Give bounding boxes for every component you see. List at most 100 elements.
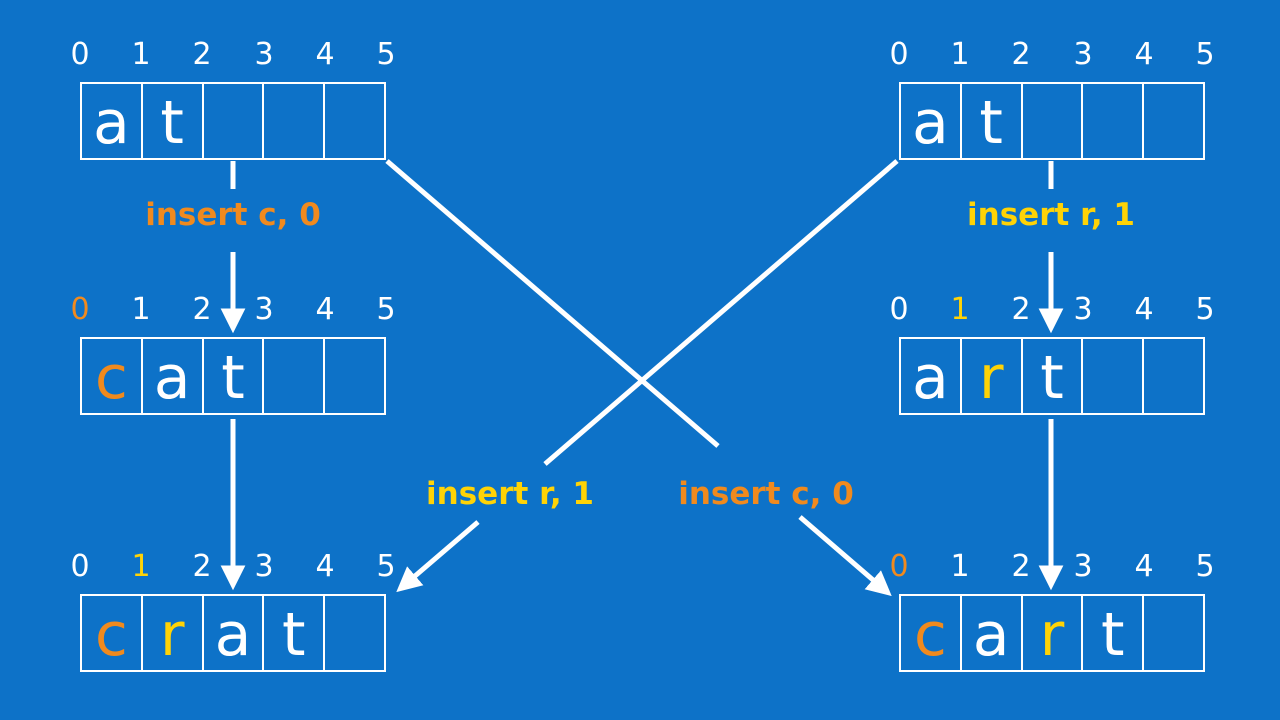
cell-letter: t xyxy=(160,88,184,158)
array-cell xyxy=(1144,596,1203,670)
index-row: 0 1 2 3 4 5 xyxy=(889,36,1214,82)
index-label: 3 xyxy=(1073,549,1093,584)
array-cell xyxy=(1144,84,1203,158)
array-cell xyxy=(264,84,326,158)
cell-letter: a xyxy=(214,600,252,670)
cell-letter: t xyxy=(282,600,306,670)
diagonal-arrow-to-cart-lower xyxy=(798,515,892,597)
array-cell: c xyxy=(82,339,143,413)
array-cell: a xyxy=(143,339,204,413)
cell-letter: t xyxy=(1101,600,1125,670)
cell-letter: a xyxy=(93,88,130,158)
array-cell: a xyxy=(82,84,143,158)
cell-letter: t xyxy=(979,88,1003,158)
array-cells: c a r t xyxy=(899,594,1205,672)
index-row: 0 1 2 3 4 5 xyxy=(70,291,395,337)
array-cell: a xyxy=(901,339,962,413)
array-cells: a t xyxy=(80,82,386,160)
op-label-insert-r1-right: insert r, 1 xyxy=(967,197,1135,233)
array-cells: c a t xyxy=(80,337,386,415)
index-label: 5 xyxy=(376,37,396,72)
index-label: 3 xyxy=(254,549,274,584)
index-label: 2 xyxy=(192,549,212,584)
cell-letter: r xyxy=(978,343,1004,413)
index-label: 5 xyxy=(1195,292,1215,327)
index-label: 3 xyxy=(254,37,274,72)
array-cell xyxy=(1083,84,1145,158)
op-label-insert-c0-left: insert c, 0 xyxy=(145,197,321,233)
array-cell: c xyxy=(82,596,143,670)
array-cell xyxy=(204,84,265,158)
index-label: 0 xyxy=(889,292,909,327)
index-label: 0 xyxy=(70,292,90,327)
index-row: 0 1 2 3 4 5 xyxy=(889,548,1214,594)
index-label: 2 xyxy=(1011,549,1031,584)
index-label: 5 xyxy=(1195,37,1215,72)
array-cell xyxy=(1023,84,1084,158)
array-cell xyxy=(264,339,326,413)
array-cell xyxy=(1083,339,1145,413)
array-group-bottom-left: 0 1 2 3 4 5 c r a t xyxy=(70,548,396,672)
array-cell xyxy=(325,596,384,670)
cell-letter: c xyxy=(94,600,128,670)
array-cell: t xyxy=(1023,339,1084,413)
index-label: 0 xyxy=(889,37,909,72)
array-cell: t xyxy=(264,596,326,670)
index-label: 1 xyxy=(131,292,151,327)
cell-letter: t xyxy=(1040,343,1064,413)
index-label: 3 xyxy=(1073,37,1093,72)
array-group-middle-left: 0 1 2 3 4 5 c a t xyxy=(70,291,396,415)
index-label: 1 xyxy=(131,37,151,72)
cell-letter: r xyxy=(159,600,185,670)
index-row: 0 1 2 3 4 5 xyxy=(70,36,395,82)
index-label: 4 xyxy=(1134,292,1154,327)
array-group-top-right: 0 1 2 3 4 5 a t xyxy=(889,36,1215,160)
cell-letter: a xyxy=(912,88,949,158)
array-cells: a t xyxy=(899,82,1205,160)
cell-letter: a xyxy=(972,600,1010,670)
index-label: 1 xyxy=(950,549,970,584)
cell-letter: c xyxy=(94,343,128,413)
diagonal-arrow-to-cart-upper xyxy=(385,159,720,448)
array-group-top-left: 0 1 2 3 4 5 a t xyxy=(70,36,396,160)
array-cell: t xyxy=(143,84,204,158)
array-group-middle-right: 0 1 2 3 4 5 a r t xyxy=(889,291,1215,415)
index-label: 4 xyxy=(1134,549,1154,584)
array-cells: a r t xyxy=(899,337,1205,415)
index-label: 0 xyxy=(889,549,909,584)
index-label: 1 xyxy=(950,292,970,327)
cell-letter: a xyxy=(912,343,949,413)
cell-letter: a xyxy=(153,343,191,413)
array-cell: r xyxy=(962,339,1023,413)
cell-letter: r xyxy=(1039,600,1065,670)
array-cell: r xyxy=(1023,596,1084,670)
array-cell xyxy=(1144,339,1203,413)
index-label: 5 xyxy=(376,549,396,584)
op-label-insert-c0-cross: insert c, 0 xyxy=(678,476,854,512)
array-cell: a xyxy=(204,596,265,670)
array-cell: t xyxy=(1083,596,1145,670)
array-cell xyxy=(325,339,384,413)
array-cell: t xyxy=(962,84,1023,158)
array-group-bottom-right: 0 1 2 3 4 5 c a r t xyxy=(889,548,1215,672)
op-label-insert-r1-cross: insert r, 1 xyxy=(426,476,594,512)
index-label: 2 xyxy=(192,292,212,327)
cell-letter: c xyxy=(913,600,947,670)
index-label: 2 xyxy=(192,37,212,72)
array-cell: c xyxy=(901,596,962,670)
array-cell: a xyxy=(901,84,962,158)
diagonal-arrow-to-crat-lower xyxy=(396,520,480,593)
cell-letter: t xyxy=(221,343,245,413)
index-label: 2 xyxy=(1011,292,1031,327)
index-label: 4 xyxy=(315,37,335,72)
array-cell: a xyxy=(962,596,1023,670)
index-label: 1 xyxy=(131,549,151,584)
diagonal-arrow-to-crat-upper xyxy=(543,159,899,466)
index-row: 0 1 2 3 4 5 xyxy=(889,291,1214,337)
array-cell xyxy=(325,84,384,158)
index-label: 5 xyxy=(376,292,396,327)
array-cells: c r a t xyxy=(80,594,386,672)
index-label: 4 xyxy=(315,292,335,327)
index-label: 3 xyxy=(1073,292,1093,327)
